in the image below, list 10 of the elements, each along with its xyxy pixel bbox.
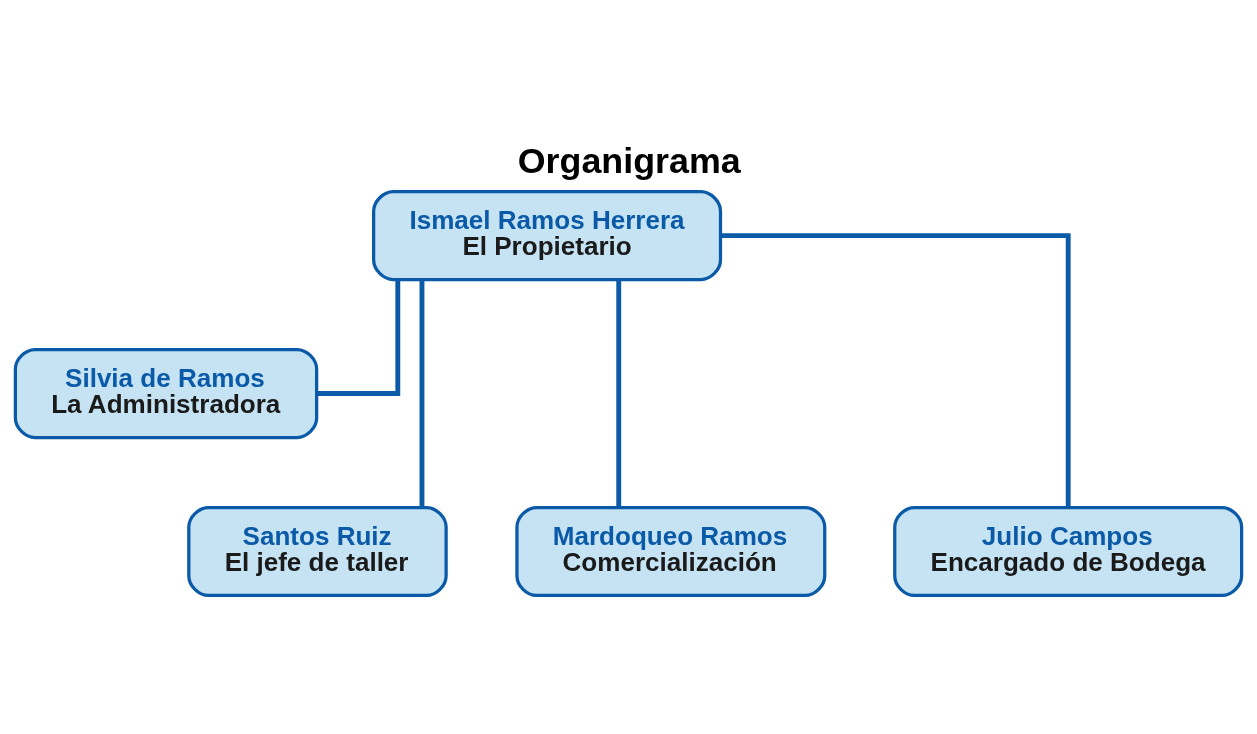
connector (616, 279, 622, 507)
connector (720, 232, 1071, 507)
node-box: Silvia de Ramos La Administradora (13, 347, 319, 439)
node-box: Julio Campos Encargado de Bodega (893, 505, 1244, 597)
node-box: Ismael Ramos Herrera El Propietario (372, 189, 723, 281)
diagram-title: Organigrama (517, 140, 741, 181)
node-box: Mardoqueo Ramos Comercialización (515, 505, 827, 597)
connector (419, 279, 425, 507)
node-box: Santos Ruiz El jefe de taller (187, 505, 448, 597)
connector (316, 279, 401, 396)
